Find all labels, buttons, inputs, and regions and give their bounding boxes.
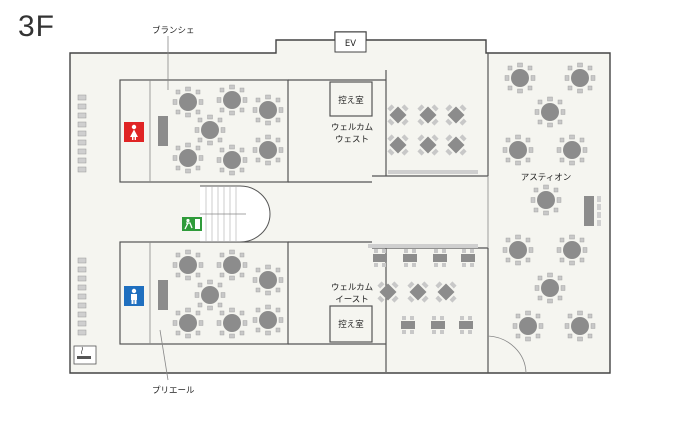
head-table-astion — [584, 196, 594, 226]
room-branche-label: ブランシェ — [152, 25, 195, 36]
smoking-icon — [73, 345, 97, 365]
welcome-west-label-2: ウェスト — [335, 135, 369, 145]
floor-label: 3F — [18, 10, 56, 43]
woman-icon — [124, 122, 144, 142]
head-table-branche — [158, 116, 168, 146]
welcome-west-label-1: ウェルカム — [331, 123, 373, 133]
head-table-priere — [158, 280, 168, 310]
waiting-room-bottom-label: 控え室 — [338, 319, 364, 330]
room-astion-label: アスティオン — [521, 173, 572, 183]
welcome-east-label-1: ウェルカム — [331, 283, 373, 293]
room-priere-label: プリエール — [152, 386, 195, 396]
bench-row-east — [368, 244, 478, 248]
elevator-label: EV — [345, 39, 356, 49]
room-branche — [119, 79, 289, 183]
waiting-room-top — [329, 81, 373, 117]
man-icon — [124, 286, 144, 306]
emergency-exit-icon — [182, 217, 202, 231]
bench-row-west — [388, 170, 478, 174]
waiting-room-bottom — [329, 305, 373, 343]
waiting-room-top-label: 控え室 — [338, 95, 364, 106]
elevator — [334, 31, 367, 53]
welcome-east-label-2: イースト — [335, 295, 369, 305]
